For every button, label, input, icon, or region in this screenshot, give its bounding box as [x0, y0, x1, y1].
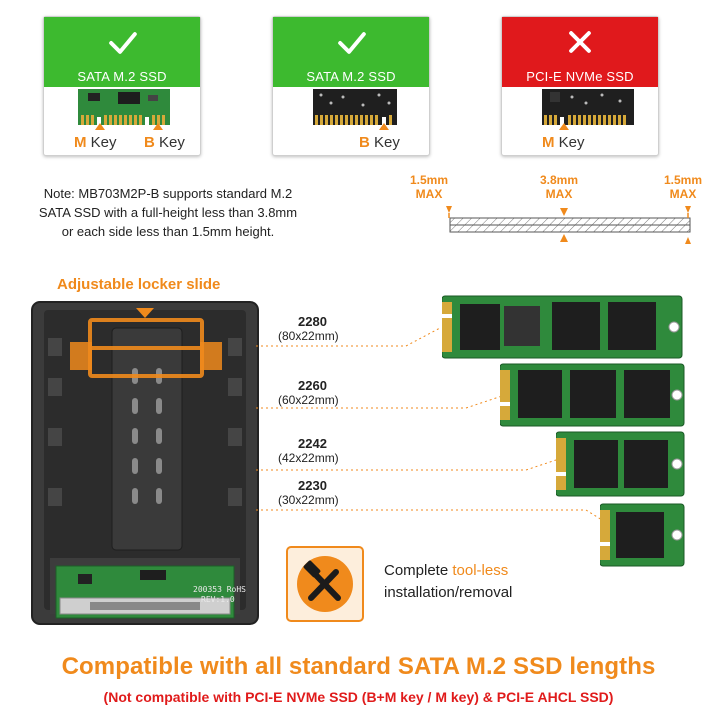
card-header: SATA M.2 SSD — [273, 17, 429, 87]
incompatibility-note: (Not compatible with PCI-E NVMe SSD (B+M… — [103, 689, 614, 705]
key-label: M Key — [74, 134, 117, 151]
ssd-edge-connector-icon — [313, 89, 397, 127]
card-header: PCI-E NVMe SSD — [502, 17, 658, 87]
compatibility-note: Note: MB703M2P-B supports standard M.2 S… — [38, 186, 298, 239]
size-leader-lines — [256, 327, 603, 521]
arrow-up-icon — [559, 123, 569, 130]
key-label: B Key — [144, 134, 185, 151]
card-header: SATA M.2 SSD — [44, 17, 200, 87]
ssd-module-2242 — [556, 431, 685, 497]
ssd-size-label: 2260 (60x22mm) — [278, 378, 339, 407]
compat-card-nvme: PCI-E NVMe SSD M Key — [501, 16, 659, 156]
ssd-module-2260 — [500, 363, 685, 427]
ssd-type-label: PCI-E NVMe SSD — [526, 69, 634, 84]
key-label: B Key — [359, 134, 400, 151]
arrow-up-icon — [95, 123, 105, 130]
arrow-up-icon — [153, 123, 163, 130]
compat-card-sata-b: SATA M.2 SSD B Key — [272, 16, 430, 156]
ssd-module-2280 — [442, 295, 683, 359]
check-icon — [109, 32, 137, 54]
arrow-up-icon — [379, 123, 389, 130]
no-tools-icon — [286, 546, 364, 622]
key-row: M Key B Key — [44, 123, 200, 153]
ssd-edge-connector-icon — [78, 89, 170, 127]
ssd-type-label: SATA M.2 SSD — [77, 69, 167, 84]
key-row: B Key — [273, 123, 429, 153]
board-revision-label: 200353 RoHS REV:1.0 — [193, 585, 246, 604]
ssd-edge-connector-icon — [542, 89, 634, 127]
compat-card-sata-mb: SATA M.2 SSD M Key B Key — [43, 16, 201, 156]
tool-less-text: Complete tool-less installation/removal — [384, 562, 513, 601]
ssd-module-2230 — [600, 503, 685, 567]
key-row: M Key — [502, 123, 658, 153]
ssd-size-label: 2242 (42x22mm) — [278, 436, 339, 465]
enclosure-tray — [31, 301, 259, 625]
key-label: M Key — [542, 134, 585, 151]
ssd-type-label: SATA M.2 SSD — [306, 69, 396, 84]
ssd-size-label: 2230 (30x22mm) — [278, 478, 339, 507]
compatibility-headline: Compatible with all standard SATA M.2 SS… — [61, 653, 656, 680]
close-icon — [569, 31, 591, 53]
locker-slide-label: Adjustable locker slide — [57, 276, 221, 293]
ssd-thickness-diagram — [446, 206, 691, 244]
ssd-size-label: 2280 (80x22mm) — [278, 314, 339, 343]
check-icon — [338, 32, 366, 54]
